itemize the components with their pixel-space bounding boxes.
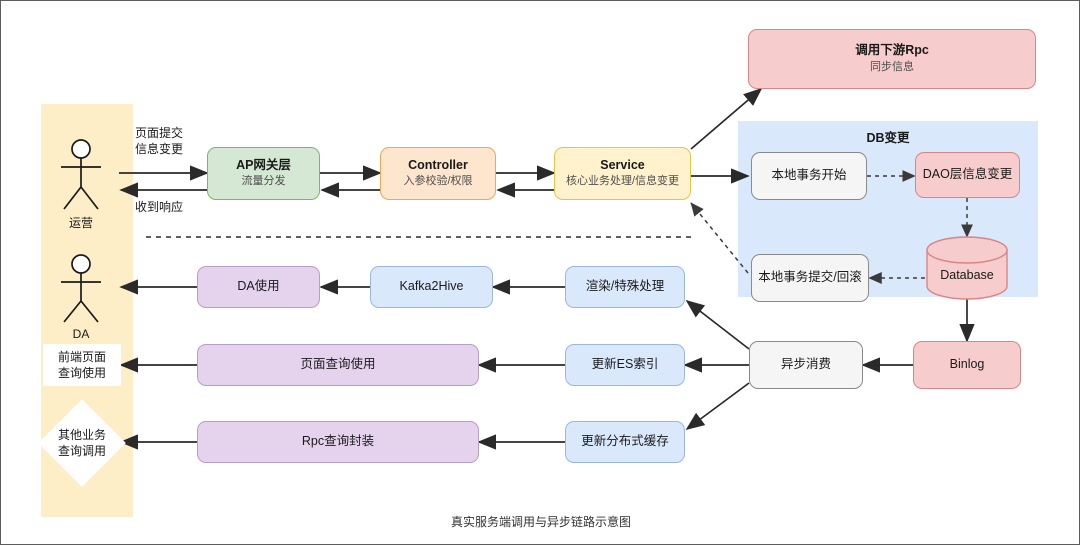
node-async-consume[interactable]: 异步消费 (749, 341, 863, 389)
node-ap-gateway-subtitle: 流量分发 (241, 175, 286, 188)
node-rpc-query-title: Rpc查询封装 (301, 434, 375, 449)
actor-operations-label: 运营 (68, 216, 93, 230)
node-rpc-query[interactable]: Rpc查询封装 (197, 421, 479, 463)
node-service[interactable]: Service 核心业务处理/信息变更 (554, 147, 691, 200)
node-service-title: Service (600, 157, 645, 172)
node-da-usage[interactable]: DA使用 (197, 266, 320, 308)
edge-async-to-render (685, 299, 750, 350)
edge-label-submit: 页面提交 信息变更 (135, 126, 184, 157)
node-controller-title: Controller (408, 157, 468, 172)
node-dao-change[interactable]: DAO层信息变更 (915, 152, 1020, 198)
node-rpc-downstream-title: 调用下游Rpc (855, 43, 929, 58)
node-tx-commit[interactable]: 本地事务提交/回滚 (751, 254, 869, 302)
node-da-usage-title: DA使用 (237, 279, 280, 294)
node-service-subtitle: 核心业务处理/信息变更 (565, 175, 680, 188)
node-tx-begin-title: 本地事务开始 (771, 168, 847, 183)
node-update-cache[interactable]: 更新分布式缓存 (565, 421, 685, 463)
node-controller[interactable]: Controller 入参校验/权限 (380, 147, 496, 200)
node-update-cache-title: 更新分布式缓存 (581, 434, 669, 449)
diagram-caption: 真实服务端调用与异步链路示意图 (450, 515, 631, 529)
node-ap-gateway[interactable]: AP网关层 流量分发 (207, 147, 320, 200)
node-rpc-downstream[interactable]: 调用下游Rpc 同步信息 (748, 29, 1036, 89)
node-controller-subtitle: 入参校验/权限 (403, 175, 473, 188)
frontend-page-query-label: 前端页面 查询使用 (57, 349, 106, 380)
frontend-page-query-shape[interactable]: 前端页面 查询使用 (43, 344, 121, 386)
node-binlog-title: Binlog (949, 357, 985, 372)
edge-label-response: 收到响应 (135, 200, 184, 214)
node-render-special-title: 渲染/特殊处理 (585, 279, 665, 294)
other-business-query-shape[interactable]: 其他业务 查询调用 (38, 399, 126, 487)
node-dao-change-title: DAO层信息变更 (922, 167, 1013, 182)
node-page-query[interactable]: 页面查询使用 (197, 344, 479, 386)
node-render-special[interactable]: 渲染/特殊处理 (565, 266, 685, 308)
node-database[interactable]: Database (927, 253, 1007, 299)
edge-async-to-update-cache (685, 382, 750, 431)
node-rpc-downstream-subtitle: 同步信息 (870, 60, 914, 73)
node-binlog[interactable]: Binlog (913, 341, 1021, 389)
node-ap-gateway-title: AP网关层 (236, 157, 291, 172)
other-business-query-label: 其他业务 查询调用 (57, 427, 106, 458)
node-tx-begin[interactable]: 本地事务开始 (751, 152, 867, 200)
actor-da-label: DA (72, 327, 90, 341)
node-database-title: Database (940, 268, 994, 283)
db-change-group-label: DB变更 (866, 131, 910, 145)
node-async-consume-title: 异步消费 (780, 357, 831, 372)
node-tx-commit-title: 本地事务提交/回滚 (758, 270, 862, 285)
node-kafka2hive[interactable]: Kafka2Hive (370, 266, 493, 308)
node-kafka2hive-title: Kafka2Hive (399, 279, 464, 294)
node-update-es[interactable]: 更新ES索引 (565, 344, 685, 386)
node-update-es-title: 更新ES索引 (591, 357, 659, 372)
node-page-query-title: 页面查询使用 (300, 357, 376, 372)
